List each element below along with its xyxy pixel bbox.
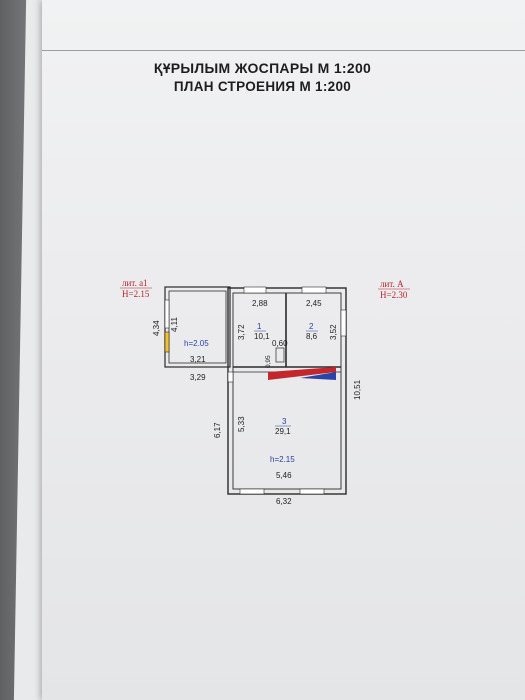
document-page bbox=[42, 0, 525, 700]
room2-area: 8,6 bbox=[306, 332, 318, 341]
dim-617: 6,17 bbox=[213, 422, 222, 438]
dim-352: 3,52 bbox=[329, 324, 338, 340]
dim-1051: 10,51 bbox=[353, 379, 362, 400]
dim-245: 2,45 bbox=[306, 299, 322, 308]
dim-095: 0,95 bbox=[265, 355, 272, 368]
stove-element bbox=[268, 347, 336, 380]
dim-329: 3,29 bbox=[190, 373, 206, 382]
room2-number: 2 bbox=[309, 322, 314, 331]
main-height-label: H=2.30 bbox=[380, 290, 408, 300]
annex-height: h=2.05 bbox=[184, 339, 209, 348]
room1-number: 1 bbox=[257, 322, 262, 331]
main-height: h=2.15 bbox=[270, 455, 295, 464]
title-kazakh: ҚҰРЫЛЫМ ЖОСПАРЫ М 1:200 bbox=[153, 60, 372, 76]
dim-321: 3,21 bbox=[190, 355, 206, 364]
dim-372: 3,72 bbox=[237, 324, 246, 340]
dim-434: 4,34 bbox=[152, 320, 161, 336]
dim-533: 5,33 bbox=[237, 416, 246, 432]
dim-632: 6,32 bbox=[276, 497, 292, 506]
annex-height-label: H=2.15 bbox=[122, 289, 150, 299]
room1-area: 10,1 bbox=[254, 332, 270, 341]
dim-288: 2,88 bbox=[252, 299, 268, 308]
room3-area: 29,1 bbox=[275, 427, 291, 436]
annex-walls bbox=[164, 286, 231, 368]
main-walls bbox=[227, 286, 347, 495]
page-fold-line bbox=[42, 50, 525, 51]
main-lit-label: лит. A bbox=[380, 279, 404, 289]
title-russian: ПЛАН СТРОЕНИЯ М 1:200 bbox=[173, 79, 352, 94]
dim-411: 4,11 bbox=[170, 316, 179, 332]
room3-number: 3 bbox=[282, 417, 287, 426]
annex-lit-label: лит. a1 bbox=[122, 278, 148, 288]
dim-546: 5,46 bbox=[276, 471, 292, 480]
dim-060: 0,60 bbox=[272, 339, 288, 348]
